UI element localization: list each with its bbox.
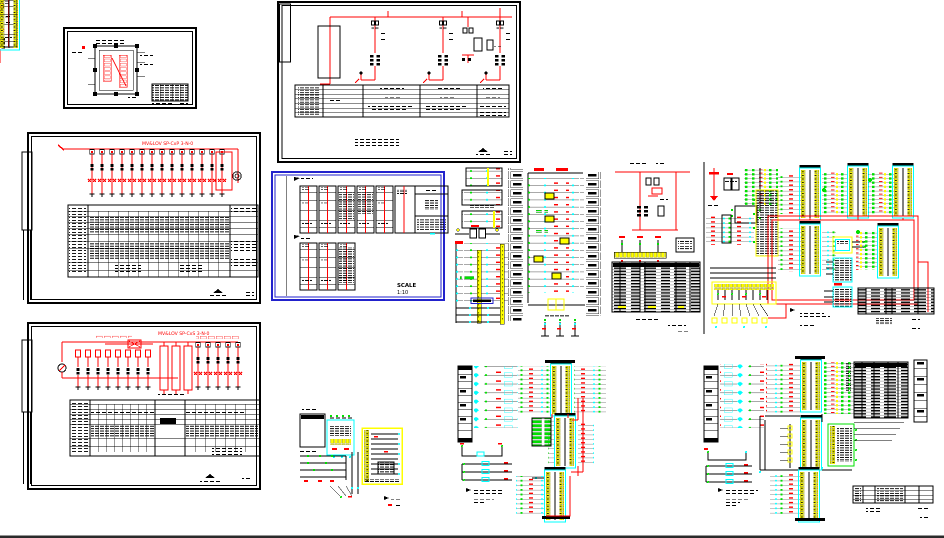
incomer-block [317,25,341,79]
plan-red-rack-2 [118,54,128,88]
panel-row-top [0,0,449,235]
panel-schedule-table [67,204,259,278]
relay-coils [533,192,570,280]
routing-lines [759,414,852,471]
sheet-single-line [0,0,521,163]
revision-strip [21,339,33,413]
legend-strip-2 [586,172,601,316]
small-strip-2 [824,283,853,308]
legend-marks [384,496,402,506]
cyan-module [326,414,355,458]
cable-table [857,287,935,331]
cluster-control-ladder-center [527,168,601,337]
revision-strip [279,3,291,63]
single-line-table [294,84,510,118]
revision-strip [21,151,33,231]
plan-red-diagonal [111,57,127,87]
yellow-pin-column [780,424,793,468]
sheet-plan-detail [63,27,197,109]
cluster-io-right [703,356,934,523]
note-block [718,488,758,508]
terminal-strip [0,0,21,51]
metering-branch [462,17,501,63]
panel-row-bottom [294,235,356,291]
legend-strip-1 [508,168,523,321]
din-strip [457,365,473,443]
bus-poles [613,236,695,263]
instrument-fans [720,364,764,428]
small-strip-1 [826,257,853,283]
layout-note-1: SCALE [397,283,416,289]
cluster-control-ladder-left [455,167,523,325]
panel-bus-feeders [0,0,242,397]
plan-red-rack-1 [102,54,112,82]
sheet-panel-mcc2: MV&LOV SP-CxS 3-N-0 [0,0,261,490]
feeder-group [0,0,513,84]
panel-schedule-table [69,399,261,457]
plan-schedule-table [151,83,189,106]
narrow-strip [913,359,928,423]
panel-wide [394,185,449,235]
wiring-table [611,261,701,332]
red-feeder [615,171,690,231]
bottom-table [852,485,934,518]
ct-symbol [707,168,719,206]
io-table [846,361,909,441]
green-framed-block [827,423,857,467]
lower-ladder [455,241,508,325]
title-stamp [200,474,252,482]
red-routing [546,398,584,517]
title-stamp [476,148,512,156]
cluster-terminal-wiring [0,0,935,331]
bottom-drops [541,318,579,337]
sheet-panel-layout: SCALE 1:10 [0,0,449,301]
grid-panel [299,413,326,448]
contact-bank [637,205,665,217]
panel-bus-feeders [0,0,255,197]
sheet-caption [355,139,399,147]
note-block [466,488,504,504]
bottom-terminal-assembly [710,267,777,328]
main-bus [329,8,512,84]
relay-strip [752,189,779,257]
din-strip [703,365,719,443]
cluster-terminal-group-small [299,407,403,506]
left-io-rows [706,214,754,245]
cluster-feeder-table [611,162,705,334]
plan-top-label [96,40,126,44]
cluster-io-left [457,365,518,504]
mid-contact-pair [455,225,500,239]
cluster-io-center [516,360,606,523]
screen-edge-bar [0,535,944,538]
bracket-circuit [704,448,752,484]
left-rails [300,452,359,498]
sheet-panel-mcc1: MV&LOV SP-CxP 3-N-0 [0,0,261,304]
panel-title: MV&LOV SP-CxP 3-N-0 [142,141,193,147]
title-stamp [208,289,254,297]
panel-notes [88,281,156,298]
instrument-fans [474,366,518,428]
plan-equipment-outline [82,44,153,99]
bracket-circuit [460,443,512,482]
panel-title: MV&LOV SP-CxS 3-N-0 [158,331,209,337]
note-block [790,308,830,327]
yellow-module [361,427,403,485]
layout-note-2: 1:10 [397,290,408,296]
